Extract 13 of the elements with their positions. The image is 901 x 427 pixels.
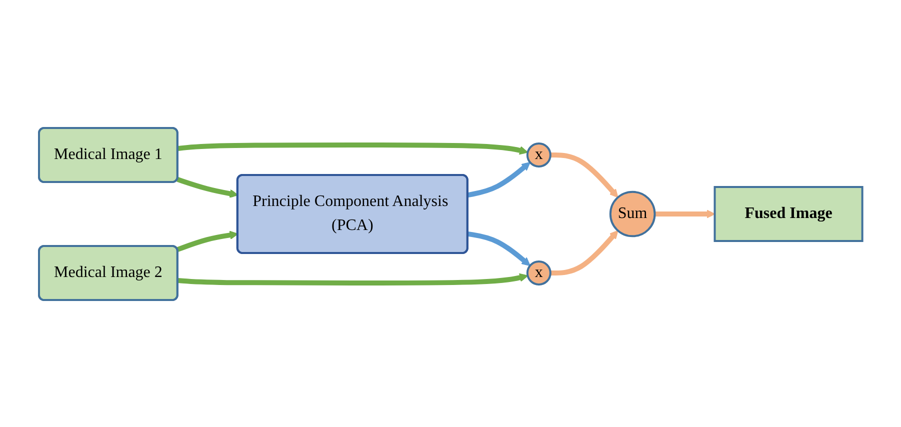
arrow xyxy=(654,209,715,218)
arrow xyxy=(550,230,618,275)
arrow xyxy=(467,230,530,266)
arrow xyxy=(550,152,618,198)
arrow xyxy=(176,176,238,198)
arrow xyxy=(467,161,530,198)
arrow xyxy=(178,272,528,285)
node-box: Fused Image xyxy=(714,186,864,242)
arrow xyxy=(177,142,528,154)
node-circle: x xyxy=(526,260,552,285)
arrow xyxy=(176,230,238,252)
node-circle: Sum xyxy=(609,190,656,237)
node-circle: x xyxy=(526,142,552,167)
